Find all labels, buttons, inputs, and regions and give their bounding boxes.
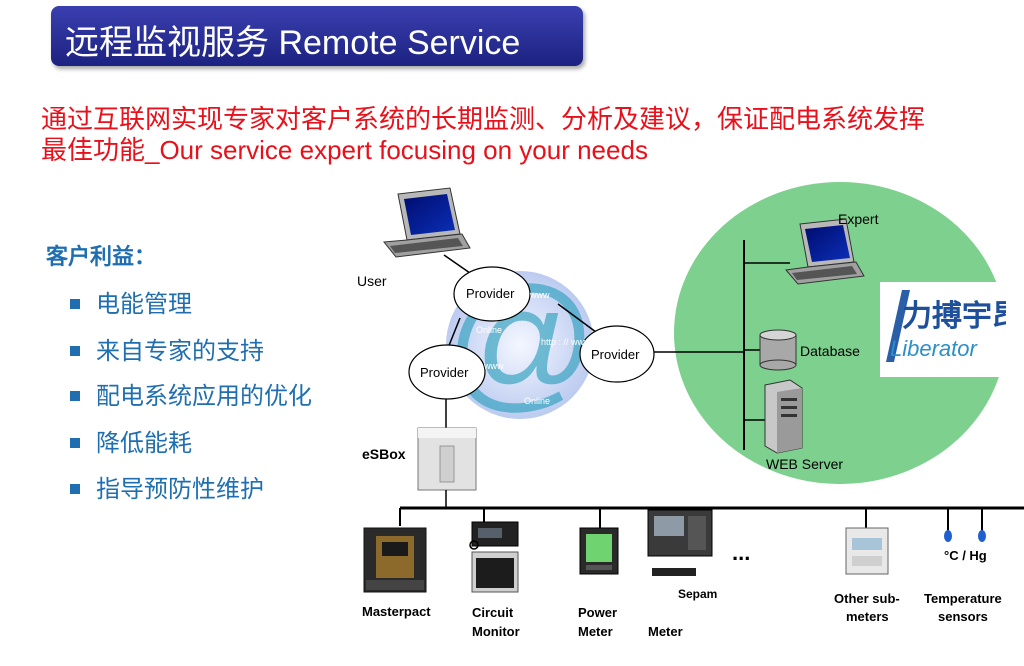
benefits-heading: 客户利益： bbox=[46, 244, 157, 269]
benefit-label: 来自专家的支持 bbox=[96, 338, 264, 365]
power-label: Power bbox=[578, 605, 617, 620]
http-label: http : // www bbox=[541, 337, 591, 347]
user-label: User bbox=[357, 273, 387, 289]
provider-label: Provider bbox=[466, 286, 515, 301]
esbox-label: eSBox bbox=[362, 446, 406, 462]
circuit-monitor-icon bbox=[469, 521, 519, 593]
power-meter-icon bbox=[579, 527, 619, 575]
temperature-label: Temperature bbox=[924, 591, 1002, 606]
masterpact-breaker-icon bbox=[363, 527, 427, 593]
benefit-item: 来自专家的支持 bbox=[70, 331, 264, 366]
bullet-icon bbox=[70, 390, 80, 401]
online-label: Online bbox=[476, 325, 502, 335]
temperature-unit-label: °C / Hg bbox=[944, 548, 987, 563]
title-banner: 远程监视服务 Remote Service bbox=[51, 6, 583, 66]
benefit-label: 电能管理 bbox=[96, 291, 192, 318]
monitor-label: Monitor bbox=[472, 624, 520, 639]
provider-node bbox=[453, 266, 531, 322]
provider-node bbox=[579, 325, 655, 383]
bullet-icon bbox=[70, 437, 80, 448]
temperature-label: sensors bbox=[938, 609, 988, 624]
subtitle-line-2: 最佳功能_Our service expert focusing on your… bbox=[41, 135, 648, 165]
provider-label: Provider bbox=[591, 347, 640, 362]
online-label: Online bbox=[524, 396, 550, 406]
temperature-sensor-icon bbox=[944, 530, 986, 542]
more-devices-ellipsis: ... bbox=[732, 540, 750, 565]
liberator-logo: 力搏宇昂 Liberator bbox=[880, 282, 1022, 377]
web-server-label: WEB Server bbox=[766, 456, 843, 472]
www-label: www bbox=[529, 290, 550, 300]
user-laptop-icon bbox=[383, 187, 471, 258]
benefit-label: 降低能耗 bbox=[96, 430, 192, 457]
subtitle: 通过互联网实现专家对客户系统的长期监测、分析及建议，保证配电系统发挥 最佳功能_… bbox=[41, 104, 1001, 166]
bullet-icon bbox=[70, 483, 80, 494]
other-meters-label: Other sub- bbox=[834, 591, 900, 606]
subtitle-line-1: 通过互联网实现专家对客户系统的长期监测、分析及建议，保证配电系统发挥 bbox=[41, 104, 926, 134]
database-icon bbox=[759, 329, 797, 371]
bullet-icon bbox=[70, 345, 80, 356]
meter-label: Meter bbox=[648, 624, 683, 639]
expert-label: Expert bbox=[838, 211, 879, 227]
logo-chinese-text: 力搏宇昂 bbox=[902, 300, 1006, 333]
provider-node bbox=[408, 344, 486, 400]
sepam-label: Sepam bbox=[678, 587, 717, 601]
sepam-relay-icon bbox=[647, 509, 713, 576]
benefit-label: 配电系统应用的优化 bbox=[96, 383, 312, 410]
masterpact-label: Masterpact bbox=[362, 604, 431, 619]
expert-area bbox=[674, 182, 1006, 484]
sub-meter-icon bbox=[845, 527, 889, 575]
logo-mark-icon: 力搏宇昂 Liberator bbox=[886, 290, 1022, 362]
other-meters-label: meters bbox=[846, 609, 889, 624]
circuit-label: Circuit bbox=[472, 605, 514, 620]
expert-laptop-icon bbox=[785, 218, 865, 285]
benefit-item: 降低能耗 bbox=[70, 423, 192, 458]
www-label: www bbox=[483, 361, 504, 371]
benefit-label: 指导预防性维护 bbox=[96, 476, 264, 503]
logo-english-text: Liberator bbox=[890, 336, 979, 361]
meter-label: Meter bbox=[578, 624, 613, 639]
benefit-item: 指导预防性维护 bbox=[70, 469, 264, 504]
database-label: Database bbox=[800, 343, 860, 359]
benefit-item: 配电系统应用的优化 bbox=[70, 376, 312, 411]
provider-label: Provider bbox=[420, 365, 469, 380]
web-server-icon bbox=[764, 379, 803, 454]
benefit-item: 电能管理 bbox=[70, 284, 192, 319]
bullet-icon bbox=[70, 298, 80, 309]
page-title: 远程监视服务 Remote Service bbox=[65, 24, 521, 62]
esbox-device-icon bbox=[417, 427, 477, 491]
